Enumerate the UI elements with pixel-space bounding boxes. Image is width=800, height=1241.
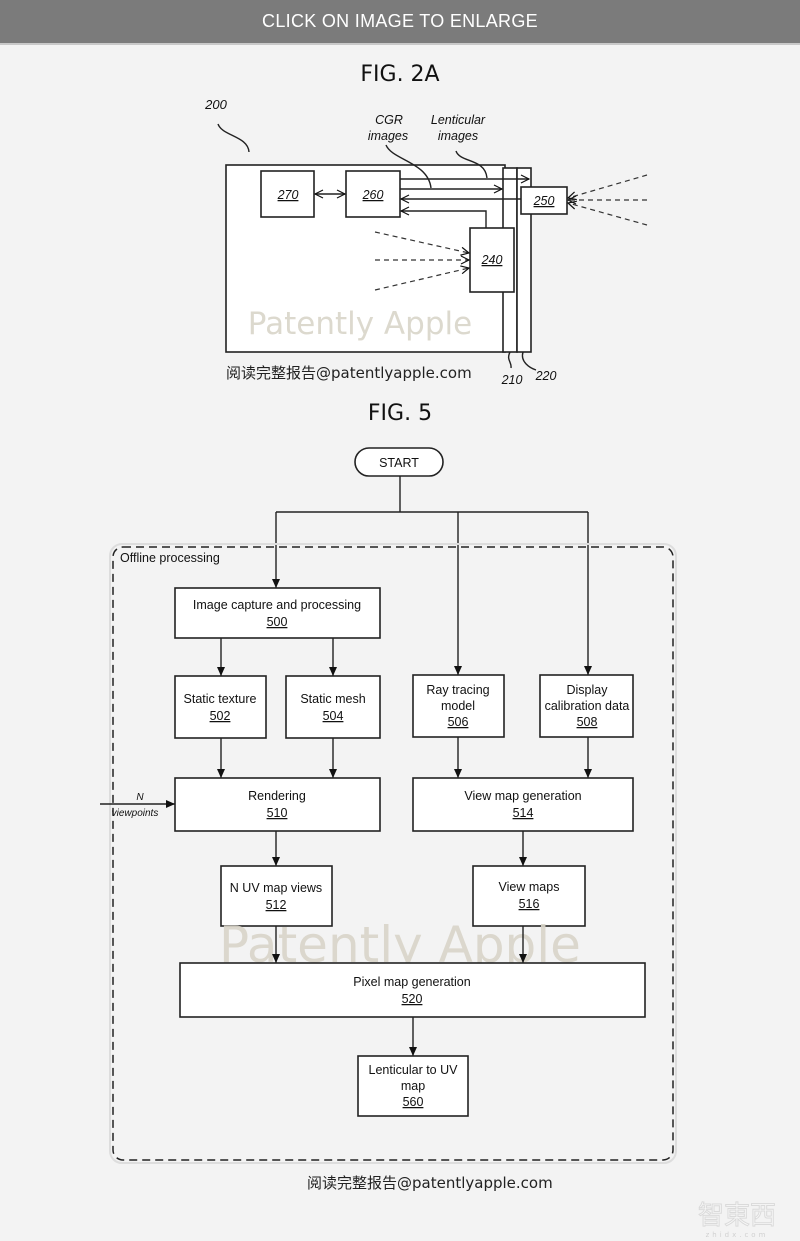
enlarge-label: CLICK ON IMAGE TO ENLARGE (262, 11, 538, 31)
node-560-ref: 560 (403, 1095, 424, 1109)
node-506-label-2: model (441, 699, 475, 713)
node-508-label-1: Display (567, 683, 609, 697)
node-560-label-2: map (401, 1079, 425, 1093)
node-514-ref: 514 (513, 806, 534, 820)
node-560 (357, 1055, 469, 1117)
block-260 (345, 170, 401, 218)
enlarge-banner[interactable]: CLICK ON IMAGE TO ENLARGE (0, 0, 800, 45)
light-ray (568, 174, 648, 198)
light-ray (374, 231, 469, 253)
node-512-ref: 512 (266, 898, 287, 912)
report-caption: 阅读完整报告@patentlyapple.com (226, 364, 472, 382)
node-520-ref: 520 (402, 992, 423, 1006)
node-506-ref: 506 (448, 715, 469, 729)
node-510-ref: 510 (267, 806, 288, 820)
node-508-label-2: calibration data (545, 699, 630, 713)
node-500-label: Image capture and processing (193, 598, 361, 612)
block-240-label: 240 (481, 253, 503, 267)
start-label: START (379, 456, 419, 470)
block-270 (260, 170, 315, 218)
ref-210: 210 (501, 373, 523, 387)
block-260-label: 260 (362, 188, 384, 202)
block-240 (469, 227, 515, 293)
node-508-ref: 508 (577, 715, 598, 729)
fig-5-title: FIG. 5 (368, 401, 432, 426)
node-514-label: View map generation (464, 789, 581, 803)
node-500 (174, 587, 381, 639)
node-500-ref: 500 (267, 615, 288, 629)
cgr-label-2: images (368, 129, 408, 143)
node-508 (539, 674, 634, 738)
arrow-240-to-260 (401, 211, 487, 228)
ref-220: 220 (535, 369, 557, 383)
node-506-label-1: Ray tracing (426, 683, 489, 697)
light-ray (374, 268, 469, 291)
leader-220 (521, 351, 537, 371)
node-502 (174, 675, 267, 739)
node-510 (174, 777, 381, 832)
svg-text:智東西: 智東西 (698, 1201, 776, 1231)
node-516-ref: 516 (519, 897, 540, 911)
input-label-2: viewpoints (112, 808, 159, 819)
node-502-label: Static texture (184, 692, 257, 706)
svg-text:zhidx.com: zhidx.com (706, 1231, 769, 1239)
leader-210 (507, 351, 512, 369)
fig-2a-title: FIG. 2A (360, 62, 439, 87)
node-516-label: View maps (499, 880, 560, 894)
block-270-label: 270 (277, 188, 299, 202)
node-504-label: Static mesh (300, 692, 365, 706)
node-510-label: Rendering (248, 789, 306, 803)
start-node (354, 447, 444, 477)
node-560-label-1: Lenticular to UV (369, 1063, 459, 1077)
lenticular-label-1: Lenticular (431, 113, 486, 127)
fig-5: FIG. 5 START Offline processing Image ca… (100, 401, 677, 1192)
input-label-1: N (136, 792, 144, 803)
node-504-ref: 504 (323, 709, 344, 723)
start-connector (276, 476, 588, 513)
block-250-label: 250 (533, 194, 555, 208)
leader-200 (217, 123, 250, 153)
ref-200: 200 (204, 97, 227, 112)
watermark: Patently Apple (248, 306, 472, 342)
lenticular-label-2: images (438, 129, 478, 143)
offline-processing-group (112, 546, 674, 1161)
group-label: Offline processing (120, 551, 220, 565)
fig-2a: FIG. 2A 200 270 260 250 240 CGR images L… (204, 62, 648, 387)
node-520-label: Pixel map generation (353, 975, 470, 989)
node-516 (472, 865, 586, 927)
light-ray (568, 203, 648, 226)
cgr-label-1: CGR (375, 113, 403, 127)
node-504 (285, 675, 381, 739)
leader-cgr (385, 144, 432, 189)
node-502-ref: 502 (210, 709, 231, 723)
node-512-label: N UV map views (230, 881, 322, 895)
node-512 (220, 865, 333, 927)
zhidx-logo: 智東西 zhidx.com (697, 1201, 776, 1240)
group-shadow (109, 543, 677, 1164)
report-caption: 阅读完整报告@patentlyapple.com (307, 1174, 553, 1192)
node-514 (412, 777, 634, 832)
leader-lenticular (455, 150, 488, 179)
node-506 (412, 674, 505, 738)
node-520 (179, 962, 646, 1018)
